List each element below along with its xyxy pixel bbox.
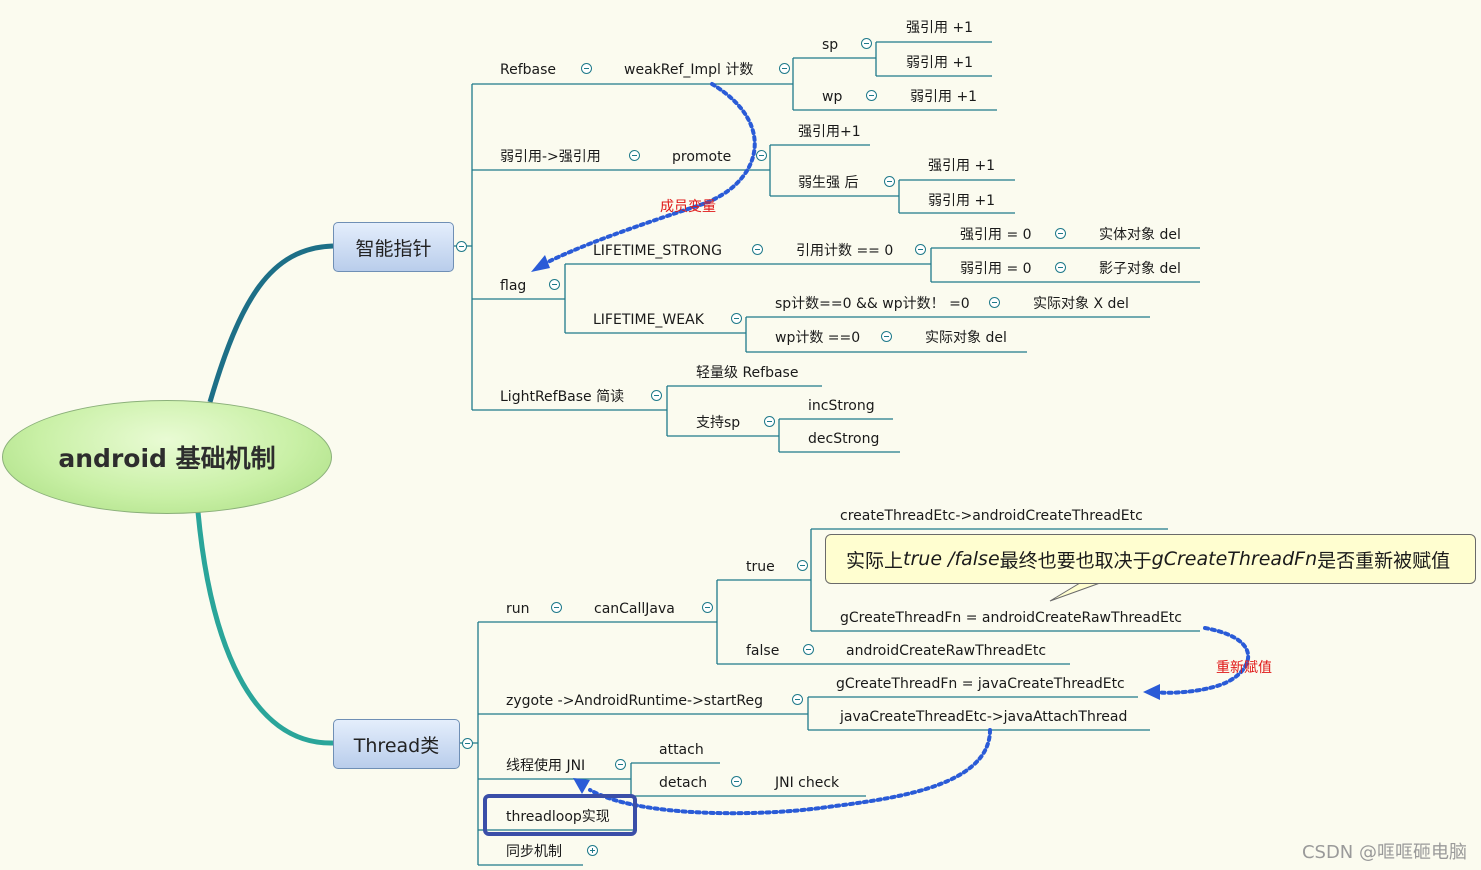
- node-strong-zero[interactable]: 强引用 = 0: [960, 227, 1032, 243]
- node-zygote[interactable]: zygote ->AndroidRuntime->startReg: [506, 693, 764, 709]
- node-promote-strong[interactable]: 强引用+1: [798, 124, 861, 140]
- root-node[interactable]: android 基础机制: [2, 400, 332, 514]
- node-false[interactable]: false: [746, 643, 780, 659]
- callout-text-4: gCreateThreadFn: [1151, 548, 1318, 570]
- collapse-icon[interactable]: [702, 602, 713, 613]
- collapse-icon[interactable]: [792, 694, 803, 705]
- node-wp-zero[interactable]: wp计数 ==0: [775, 330, 861, 346]
- collapse-icon[interactable]: [1055, 228, 1066, 239]
- node-weak-to-strong[interactable]: 弱引用->强引用: [500, 149, 601, 165]
- collapse-icon[interactable]: [549, 279, 560, 290]
- collapse-icon[interactable]: [764, 416, 775, 427]
- node-sp[interactable]: sp: [822, 37, 839, 53]
- node-smart-pointer[interactable]: 智能指针: [333, 222, 454, 272]
- callout-text-1: 实际上: [846, 549, 904, 572]
- collapse-icon[interactable]: [462, 738, 473, 749]
- node-thread[interactable]: Thread类: [333, 719, 460, 769]
- node-actual-del[interactable]: 实际对象 del: [925, 330, 1007, 346]
- collapse-icon[interactable]: [779, 63, 790, 74]
- callout-text-2: true /false: [903, 548, 1000, 570]
- node-detach[interactable]: detach: [659, 775, 708, 791]
- expand-icon[interactable]: [587, 845, 598, 856]
- collapse-icon[interactable]: [1055, 262, 1066, 273]
- node-refbase[interactable]: Refbase: [500, 62, 557, 78]
- collapse-icon[interactable]: [861, 38, 872, 49]
- node-wp[interactable]: wp: [822, 89, 843, 105]
- node-g-create-raw[interactable]: gCreateThreadFn = androidCreateRawThread…: [840, 610, 1182, 626]
- collapse-icon[interactable]: [915, 244, 926, 255]
- node-weak-then-strong[interactable]: 弱生强 后: [798, 175, 859, 191]
- node-light-refbase[interactable]: LightRefBase 简读: [500, 389, 625, 405]
- node-lifetime-strong[interactable]: LIFETIME_STRONG: [593, 243, 722, 259]
- node-java-attach[interactable]: javaCreateThreadEtc->javaAttachThread: [840, 709, 1128, 725]
- node-can-call-java[interactable]: canCallJava: [594, 601, 675, 617]
- collapse-icon[interactable]: [866, 90, 877, 101]
- label-reassign: 重新赋值: [1216, 660, 1272, 676]
- node-sp-weak[interactable]: 弱引用 +1: [906, 55, 974, 71]
- collapse-icon[interactable]: [581, 63, 592, 74]
- highlight-box: [483, 794, 637, 836]
- node-wts-weak[interactable]: 弱引用 +1: [928, 193, 996, 209]
- node-attach[interactable]: attach: [659, 742, 704, 758]
- node-jni-check[interactable]: JNI check: [775, 775, 840, 791]
- node-true[interactable]: true: [746, 559, 775, 575]
- node-create-thread-etc[interactable]: createThreadEtc->androidCreateThreadEtc: [840, 508, 1143, 524]
- collapse-icon[interactable]: [989, 297, 1000, 308]
- node-wts-strong[interactable]: 强引用 +1: [928, 158, 996, 174]
- node-flag[interactable]: flag: [500, 278, 527, 294]
- node-entity-del[interactable]: 实体对象 del: [1099, 227, 1181, 243]
- collapse-icon[interactable]: [881, 331, 892, 342]
- node-run[interactable]: run: [506, 601, 530, 617]
- node-promote[interactable]: promote: [672, 149, 732, 165]
- node-lifetime-weak[interactable]: LIFETIME_WEAK: [593, 312, 704, 328]
- label-member-variable: 成员变量: [660, 199, 716, 215]
- node-weak-zero[interactable]: 弱引用 = 0: [960, 261, 1032, 277]
- node-weakref-impl[interactable]: weakRef_Impl 计数: [624, 62, 754, 78]
- collapse-icon[interactable]: [752, 244, 763, 255]
- collapse-icon[interactable]: [629, 150, 640, 161]
- node-shadow-del[interactable]: 影子对象 del: [1099, 261, 1181, 277]
- collapse-icon[interactable]: [803, 644, 814, 655]
- collapse-icon[interactable]: [884, 176, 895, 187]
- collapse-icon[interactable]: [456, 241, 467, 252]
- node-sp-wp-condition[interactable]: sp计数==0 && wp计数！ =0: [775, 296, 970, 312]
- watermark: CSDN @哐哐砸电脑: [1301, 842, 1467, 863]
- collapse-icon[interactable]: [756, 150, 767, 161]
- collapse-icon[interactable]: [651, 390, 662, 401]
- collapse-icon[interactable]: [551, 602, 562, 613]
- node-sync[interactable]: 同步机制: [506, 844, 562, 860]
- collapse-icon[interactable]: [731, 313, 742, 324]
- node-support-sp[interactable]: 支持sp: [696, 415, 741, 431]
- node-threadloop[interactable]: threadloop实现: [506, 809, 610, 825]
- node-light-level[interactable]: 轻量级 Refbase: [696, 365, 799, 381]
- node-inc-strong[interactable]: incStrong: [808, 398, 875, 414]
- node-sp-strong[interactable]: 强引用 +1: [906, 20, 974, 36]
- node-thread-jni[interactable]: 线程使用 JNI: [506, 758, 586, 774]
- collapse-icon[interactable]: [615, 759, 626, 770]
- node-g-create-java[interactable]: gCreateThreadFn = javaCreateThreadEtc: [836, 676, 1125, 692]
- node-android-create-raw[interactable]: androidCreateRawThreadEtc: [846, 643, 1047, 659]
- node-actual-x-del[interactable]: 实际对象 X del: [1033, 296, 1129, 312]
- node-dec-strong[interactable]: decStrong: [808, 431, 880, 447]
- callout-note: 实际上 true /false 最终也要也取决于 gCreateThreadFn…: [825, 534, 1476, 584]
- node-wp-weak[interactable]: 弱引用 +1: [910, 89, 978, 105]
- callout-text-5: 是否重新被赋值: [1317, 549, 1451, 572]
- node-ref-count-zero[interactable]: 引用计数 == 0: [796, 243, 894, 259]
- callout-text-3: 最终也要也取决于: [999, 549, 1152, 572]
- collapse-icon[interactable]: [731, 776, 742, 787]
- collapse-icon[interactable]: [797, 560, 808, 571]
